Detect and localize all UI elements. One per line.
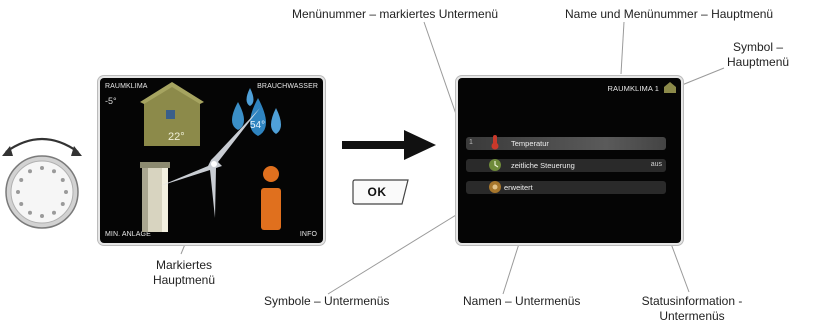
label-names-submenus: Namen – Untermenüs (463, 294, 581, 308)
submenu-row-label: zeitliche Steuerung (511, 161, 575, 170)
submenu-row-zeitliche-steuerung[interactable]: zeitliche Steuerung aus (466, 159, 666, 172)
sub-menu-header: RAUMKLIMA 1 (607, 84, 659, 93)
arrow-right-icon (342, 130, 436, 160)
selection-star-icon (160, 108, 260, 218)
label-symbol-mainmenu: Symbol – Hauptmenü (727, 40, 789, 70)
line-name-number (620, 21, 625, 75)
outdoor-temp-text: -5° (105, 96, 117, 106)
knob-dot (28, 210, 32, 215)
submenu-row-label: erweitert (504, 183, 533, 192)
knob-dot (19, 202, 24, 206)
min-anlage-icon (140, 162, 170, 232)
knob-dot (60, 178, 65, 182)
house-icon (140, 82, 204, 146)
house-small-icon (664, 82, 676, 93)
knob-dot (60, 202, 65, 206)
extended-settings-icon (489, 181, 501, 193)
ok-button-label: OK (367, 185, 387, 199)
knob-dot (64, 190, 68, 194)
knob-dots (16, 166, 68, 218)
label-name-and-menu-number: Name und Menünummer – Hauptmenü (565, 7, 774, 21)
info-icon (261, 166, 281, 230)
label-menu-number-marked-submenu: Menünummer – markiertes Untermenü (292, 7, 499, 21)
knob-face (10, 160, 74, 224)
submenu-row-number: 1 (469, 139, 473, 146)
main-menu-info[interactable]: INFO (299, 231, 317, 238)
line-symbols-sub (327, 198, 483, 295)
knob-dot (40, 166, 44, 170)
knob-dot (40, 214, 44, 218)
ok-button[interactable]: OK (352, 179, 410, 205)
knob-dot (52, 169, 56, 174)
main-menu-brauchwasser[interactable]: BRAUCHWASSER (257, 83, 318, 90)
label-status-info-line1: Statusinformation - (641, 294, 743, 308)
submenu-row-temperatur[interactable]: 1 Temperatur (466, 135, 666, 150)
main-menu-screen: RAUMKLIMA BRAUCHWASSER MIN. ANLAGE INFO … (100, 78, 323, 243)
indoor-temp-text: 22° (168, 131, 185, 143)
label-status-info-line2: Untermenüs (659, 309, 725, 323)
knob-dot (19, 178, 24, 182)
water-drops-icon (232, 88, 281, 136)
label-status-info: Statusinformation - Untermenüs (640, 294, 744, 324)
main-menu-graphics: 22° -5° 54° (105, 82, 281, 232)
label-marked-mainmenu: Markiertes Hauptmenü (140, 258, 228, 288)
knob-dot (16, 190, 20, 194)
main-menu-raumklima[interactable]: RAUMKLIMA (105, 83, 148, 90)
control-knob[interactable] (0, 118, 84, 234)
submenu-row-status: aus (650, 161, 662, 168)
line-symbol-main (676, 67, 725, 88)
water-temp-text: 54° (250, 120, 265, 131)
arrow-head-left-icon (2, 146, 13, 156)
main-menu-min-anlage[interactable]: MIN. ANLAGE (105, 231, 151, 238)
label-symbols-submenus: Symbole – Untermenüs (264, 294, 390, 308)
ok-button-shape (352, 179, 409, 205)
submenu-row-erweitert[interactable]: erweitert (466, 181, 666, 194)
thermometer-icon (491, 135, 499, 150)
label-marked-mainmenu-line2: Hauptmenü (152, 273, 216, 287)
clock-icon (489, 159, 501, 171)
label-symbol-mainmenu-line2: Hauptmenü (727, 55, 790, 69)
knob-dot (28, 169, 32, 174)
submenu-row-label: Temperatur (511, 139, 549, 148)
knob-dot (52, 210, 56, 215)
label-symbol-mainmenu-line1: Symbol – (732, 40, 784, 54)
label-marked-mainmenu-line1: Markiertes (155, 258, 212, 272)
arrow-head-right-icon (71, 146, 82, 156)
sub-menu-screen: RAUMKLIMA 1 1 Temperatur zeitliche Steue… (458, 78, 681, 243)
rotate-arrow-icon (5, 137, 79, 153)
